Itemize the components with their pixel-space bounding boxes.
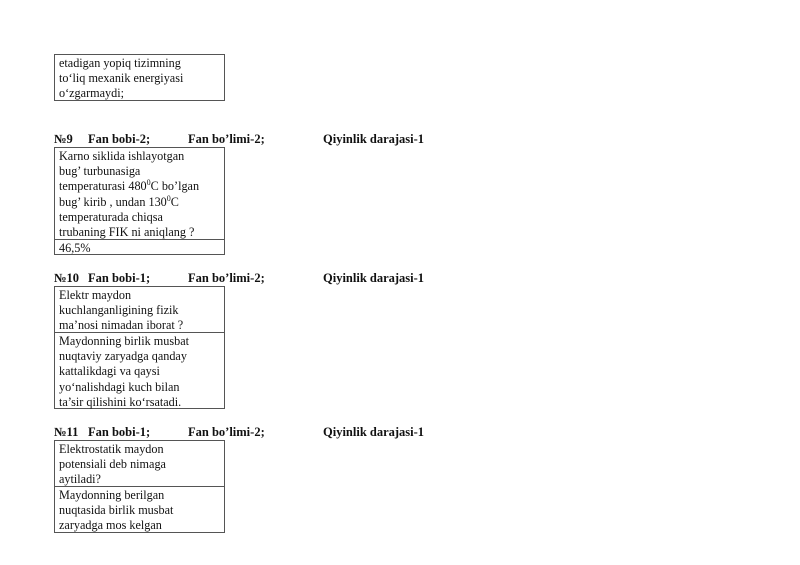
q9-answer-cell: 46,5%	[54, 239, 225, 255]
q9-fan-bolimi: Fan bo’limi-2;	[188, 132, 265, 146]
q9-qiyinlik-darajasi: Qiyinlik darajasi-1	[323, 132, 425, 146]
q11-qiyinlik-darajasi: Qiyinlik darajasi-1	[323, 425, 425, 439]
q9-number: №9	[54, 132, 73, 146]
q11-fan-bolimi: Fan bo’limi-2;	[188, 425, 265, 439]
q10-fan-bolimi: Fan bo’limi-2;	[188, 271, 265, 285]
q10-answer-cell: Maydonning birlik musbat nuqtaviy zaryad…	[54, 332, 225, 409]
q11-number: №11	[54, 425, 79, 439]
q9-question-cell: Karno siklida ishlayotgan bug’ turbunasi…	[54, 147, 225, 240]
q9-fan-bobi: Fan bobi-2;	[88, 132, 151, 146]
q10-number: №10	[54, 271, 80, 285]
q11-fan-bobi: Fan bobi-1;	[88, 425, 151, 439]
q10-question-cell: Elektr maydon kuchlanganligining fizik m…	[54, 286, 225, 333]
q9-question-part3: C temperaturada chiqsa trubaning FIK ni …	[59, 194, 195, 240]
q11-answer-cell: Maydonning berilgan nuqtasida birlik mus…	[54, 486, 225, 533]
q11-question-cell: Elektrostatik maydon potensiali deb nima…	[54, 440, 225, 487]
q9-question-part1: Karno siklida ishlayotgan bug’ turbunasi…	[59, 149, 185, 194]
answer-cell-prev: etadigan yopiq tizimning to‘liq mexanik …	[54, 54, 225, 101]
q9-degree-mark-1: 0	[146, 178, 151, 188]
q9-question-part2: C bo’lgan bug’ kirib , undan 130	[59, 179, 200, 209]
q10-qiyinlik-darajasi: Qiyinlik darajasi-1	[323, 271, 425, 285]
q9-degree-mark-2: 0	[166, 193, 171, 203]
q10-fan-bobi: Fan bobi-1;	[88, 271, 151, 285]
